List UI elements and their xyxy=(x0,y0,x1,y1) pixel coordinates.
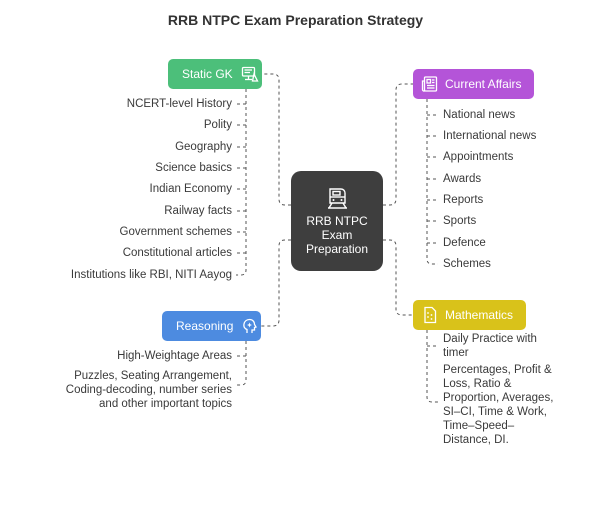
current-affairs-item: Sports xyxy=(443,215,477,227)
mathematics-item-line: Daily Practice with xyxy=(443,333,537,345)
diagram-title: RRB NTPC Exam Preparation Strategy xyxy=(167,12,424,28)
newspaper-icon xyxy=(421,75,439,93)
reasoning-label: Reasoning xyxy=(176,319,234,333)
static-gk-item: Polity xyxy=(203,119,232,131)
mathematics-item-line: Distance, DI. xyxy=(443,434,509,446)
reasoning-item-line: and other important topics xyxy=(99,398,232,410)
center-label-line-3: Preparation xyxy=(305,242,369,256)
connector-center-current-affairs xyxy=(383,83,413,206)
computer-icon xyxy=(241,65,259,83)
reasoning-item: High-Weightage Areas xyxy=(117,350,232,362)
mathematics-item-line: Proportion, Averages, xyxy=(443,392,554,404)
static-gk-node: Static GK xyxy=(168,59,262,89)
static-gk-item: Indian Economy xyxy=(149,183,232,195)
static-gk-item: Institutions like RBI, NITI Aayog xyxy=(70,269,232,281)
center-node: RRB NTPC Exam Preparation xyxy=(291,171,383,271)
current-affairs-item: Reports xyxy=(443,194,484,206)
center-label-line-1: RRB NTPC xyxy=(306,214,368,228)
current-affairs-item: Schemes xyxy=(443,258,491,270)
connector-center-mathematics xyxy=(383,239,413,316)
connector-center-static-gk xyxy=(262,73,291,206)
current-affairs-item: Defence xyxy=(443,237,486,249)
calculator-icon xyxy=(421,306,439,324)
reasoning-bracket xyxy=(236,341,247,386)
mathematics-bracket xyxy=(426,330,438,403)
current-affairs-bracket xyxy=(426,99,438,265)
current-affairs-item: Appointments xyxy=(443,151,514,163)
static-gk-item: Geography xyxy=(175,141,232,153)
current-affairs-node: Current Affairs xyxy=(413,69,534,99)
reasoning-item-line: Puzzles, Seating Arrangement, xyxy=(74,370,232,382)
static-gk-bracket xyxy=(236,89,247,276)
center-label-line-2: Exam xyxy=(321,228,353,242)
mathematics-label: Mathematics xyxy=(445,308,514,322)
mathematics-item-line: Loss, Ratio & xyxy=(443,378,512,390)
mathematics-item-line: Time–Speed– xyxy=(443,420,515,432)
train-icon xyxy=(326,186,348,210)
static-gk-item: Government schemes xyxy=(119,226,233,238)
mathematics-item-line: SI–CI, Time & Work, xyxy=(443,406,547,418)
static-gk-label: Static GK xyxy=(182,67,233,81)
static-gk-item: Science basics xyxy=(155,162,232,174)
static-gk-item: Railway facts xyxy=(164,205,232,217)
reasoning-item-line: Coding-decoding, number series xyxy=(65,384,232,396)
static-gk-item: NCERT-level History xyxy=(126,98,232,110)
connector-center-reasoning xyxy=(261,239,291,327)
current-affairs-item: National news xyxy=(443,109,516,121)
current-affairs-label: Current Affairs xyxy=(445,77,522,91)
current-affairs-item: Awards xyxy=(443,173,482,185)
reasoning-node: Reasoning xyxy=(162,311,261,341)
mathematics-item-line: timer xyxy=(443,347,469,359)
mathematics-item-line: Percentages, Profit & xyxy=(443,364,552,376)
current-affairs-item: International news xyxy=(443,130,537,142)
mathematics-node: Mathematics xyxy=(413,300,526,330)
static-gk-item: Constitutional articles xyxy=(122,247,232,259)
brain-sparkle-icon xyxy=(241,317,259,335)
